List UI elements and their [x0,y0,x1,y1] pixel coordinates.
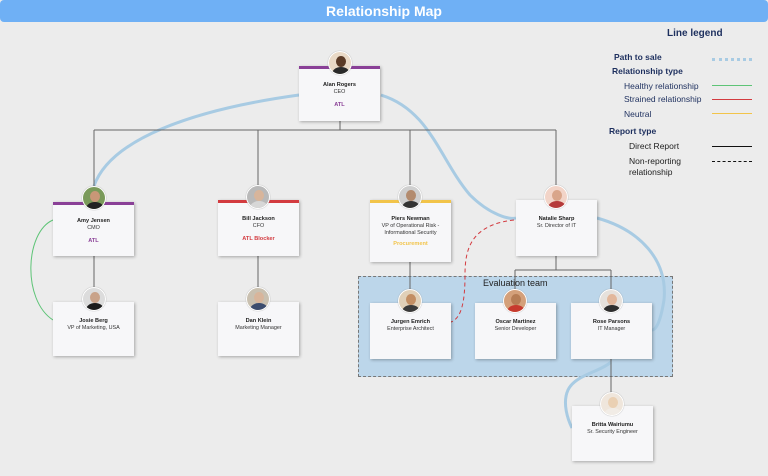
person-role: IT Manager [597,326,626,332]
person-role: Enterprise Architect [387,326,434,332]
legend-nonreporting-swatch [712,161,752,162]
person-card-amy[interactable]: Amy Jensen CMO ATL [53,202,134,256]
legend-title: Line legend [667,28,723,39]
person-card-piers[interactable]: Piers Newman VP of Operational Risk - In… [370,200,451,262]
person-tag: ATL Blocker [242,236,275,242]
avatar-piers [398,185,422,209]
legend-strained-swatch [712,99,752,100]
legend-nonreporting: Non-reporting relationship [629,156,681,177]
person-role: VP of Operational Risk - Informational S… [381,223,440,236]
legend-strained: Strained relationship [624,94,702,104]
legend-direct: Direct Report [629,141,680,151]
person-name: Alan Rogers [323,82,356,88]
legend-direct-swatch [712,146,752,147]
person-tag: ATL [334,102,345,108]
person-card-bill[interactable]: Bill Jackson CFO ATL Blocker [218,200,299,256]
person-name: Amy Jensen [77,218,110,224]
page-title: Relationship Map [326,3,442,19]
person-name: Dan Klein [245,318,272,324]
evaluation-team-label: Evaluation team [483,278,548,288]
avatar-bill [246,185,270,209]
avatar-jurgen [398,289,422,313]
avatar-britta [600,392,624,416]
person-name: Josie Berg [79,318,108,324]
avatar-alan [328,51,352,75]
legend-relationship-type: Relationship type [612,66,683,76]
avatar-josie [82,287,106,311]
avatar-rose [599,289,623,313]
person-name: Piers Newman [391,216,430,222]
avatar-oscar [503,289,527,313]
person-role: Marketing Manager [235,325,282,331]
person-role: Sr. Director of IT [536,223,577,229]
person-name: Jurgen Emrich [390,319,431,325]
title-banner: Relationship Map [0,0,768,22]
healthy-relationship-line [30,219,54,321]
legend-neutral-swatch [712,113,752,114]
person-name: Britta Wairiumu [591,422,634,428]
person-name: Natalie Sharp [538,216,575,222]
person-role: Sr. Security Engineer [587,429,638,435]
avatar-amy [82,186,106,210]
person-role: VP of Marketing, USA [67,325,120,331]
person-role: CFO [252,223,265,229]
person-card-dan[interactable]: Dan Klein Marketing Manager [218,302,299,356]
legend-report-type: Report type [609,126,657,136]
avatar-dan [246,287,270,311]
legend-neutral: Neutral [624,109,652,119]
line-legend: Line legend Path to sale Relationship ty… [600,28,768,188]
person-card-josie[interactable]: Josie Berg VP of Marketing, USA [53,302,134,356]
person-card-natalie[interactable]: Natalie Sharp Sr. Director of IT [516,200,597,256]
person-name: Bill Jackson [242,216,275,222]
path-to-sale-line-1 [92,93,300,187]
person-role: CMO [87,225,100,231]
legend-path-to-sale: Path to sale [614,52,662,62]
person-name: Rose Parsons [592,319,631,325]
person-name: Oscar Martinez [495,319,536,325]
person-tag: ATL [88,238,99,244]
legend-healthy: Healthy relationship [624,81,699,91]
person-tag: Procurement [393,241,428,247]
person-role: CEO [333,89,346,95]
person-role: Senior Developer [494,326,537,332]
avatar-natalie [544,185,568,209]
legend-path-to-sale-swatch [712,58,752,61]
legend-healthy-swatch [712,85,752,86]
